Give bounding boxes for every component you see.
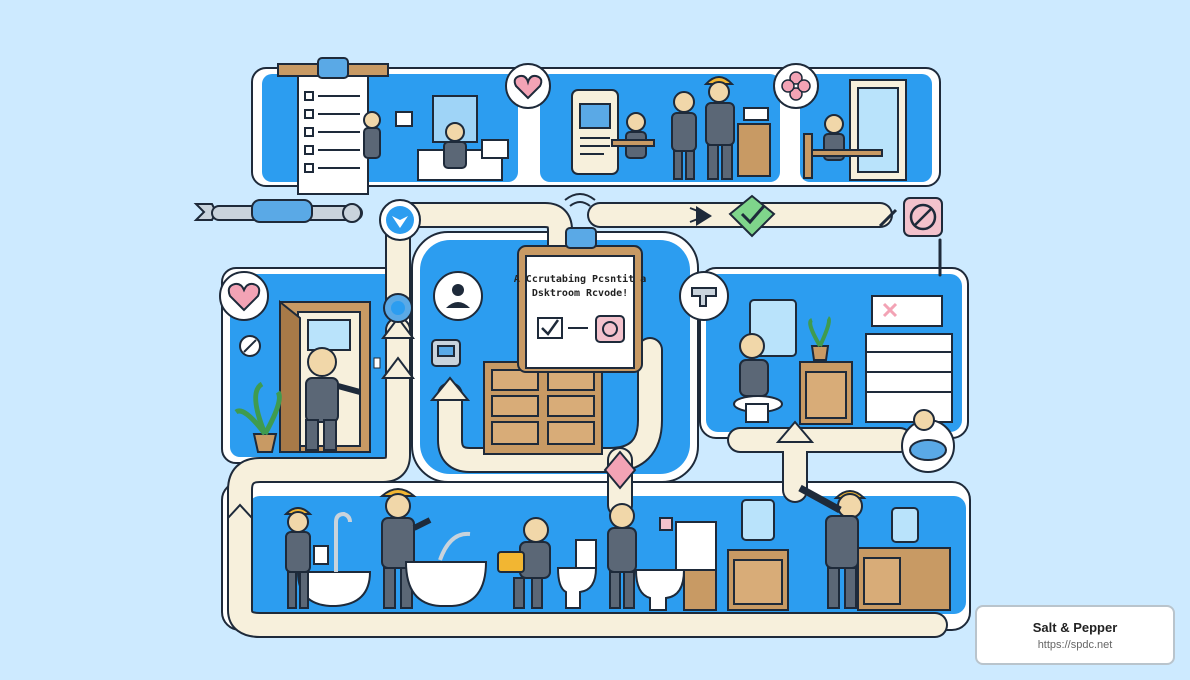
sink-bowl	[901, 409, 955, 473]
clipboard-title-line1: A Ccrutabing Pcsntit a	[514, 273, 646, 285]
dresser	[483, 361, 603, 455]
worker-pointing	[379, 488, 432, 609]
person-icon	[433, 271, 483, 321]
toilet-1	[556, 539, 598, 609]
light-switch	[373, 357, 381, 369]
worker-with-clipboard	[283, 507, 329, 609]
watermark-url: https://spdc.net	[1037, 638, 1113, 651]
wrench-icon	[193, 199, 363, 223]
person-opening-door	[305, 347, 361, 451]
wifi-signal-icon	[564, 193, 596, 207]
shelving-unit	[865, 295, 953, 423]
faucet-icon	[679, 271, 729, 321]
vanity-cabinet	[737, 107, 771, 177]
path-arrows	[227, 207, 815, 519]
checkmark-badge-icon	[728, 194, 776, 238]
inspector-with-hard-hat	[703, 76, 735, 180]
shield-badge-icon	[379, 199, 421, 241]
no-symbol-icon	[903, 197, 943, 237]
vanity-right	[857, 507, 951, 611]
heart-icon	[505, 63, 551, 109]
office-desk-scene	[395, 95, 509, 181]
permit-clipboard: A Ccrutabing Pcsntit a Dsktroom Rcvode!	[514, 227, 646, 373]
heart-icon-left	[219, 271, 269, 321]
person-standing-1	[671, 91, 697, 180]
vanity-with-mirror	[727, 499, 789, 611]
watermark-title: Salt & Pepper	[1032, 619, 1118, 635]
clipboard-title-line2: Dsktroom Rcvode!	[532, 288, 628, 299]
person-on-toilet	[733, 333, 783, 423]
person-seated-2	[611, 112, 655, 159]
bathroom-vanity	[799, 361, 853, 425]
pencil-icon	[878, 208, 898, 228]
inspector-reaching	[798, 484, 867, 609]
tablet-document	[571, 89, 619, 175]
doorway-scene	[803, 79, 907, 181]
worker-standing	[607, 503, 673, 609]
potted-plant	[234, 381, 282, 453]
watermark-badge: Salt & Pepper https://spdc.net	[975, 605, 1175, 665]
blue-orb-icon	[383, 293, 413, 323]
checklist-document	[277, 57, 389, 195]
toilet-2	[634, 521, 717, 611]
person-seated-1	[363, 111, 381, 159]
worker-with-briefcase	[497, 517, 551, 609]
flower-icon	[773, 63, 819, 109]
bathtub-right	[404, 531, 488, 607]
no-entry-small-icon	[239, 335, 261, 357]
arrow-right-icon	[696, 206, 712, 226]
thermostat	[431, 339, 461, 367]
